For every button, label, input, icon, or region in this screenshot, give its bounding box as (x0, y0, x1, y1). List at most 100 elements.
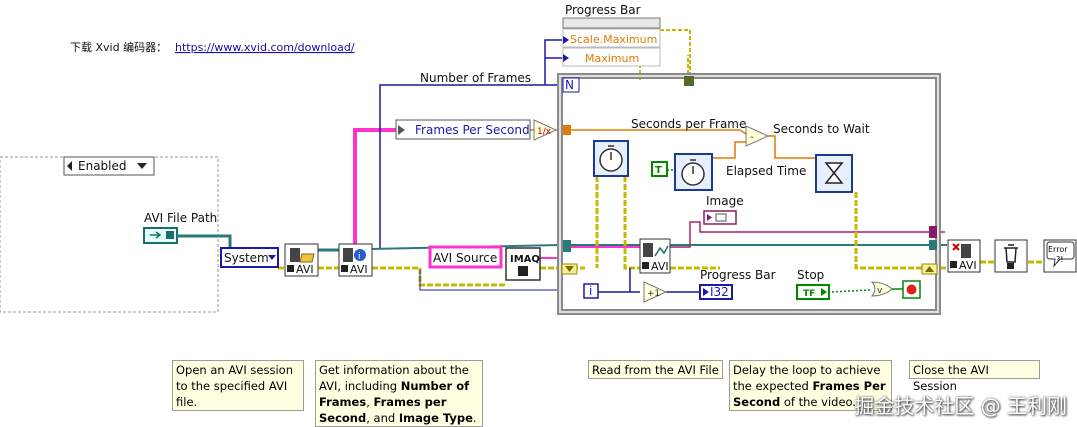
true-constant[interactable]: T (651, 161, 668, 177)
svg-text:v: v (877, 286, 883, 296)
avi-open-node[interactable]: AVI (284, 243, 319, 277)
true-constant-value: T (655, 165, 662, 176)
comment-text: Close the AVI Session (913, 363, 989, 393)
avi-tag: AVI (296, 263, 314, 276)
tunnel (563, 240, 571, 252)
shift-register-left (561, 263, 578, 275)
comment-text: Read from the AVI File (592, 363, 719, 377)
hourglass-icon (824, 162, 844, 184)
frames-per-second-label: Frames Per Second (415, 123, 530, 137)
shift-register-right (921, 263, 938, 275)
increment-node[interactable]: +1 (643, 281, 668, 303)
structure-selector[interactable]: Enabled (63, 156, 155, 176)
comment-emphasis: Frames Per Second (733, 379, 886, 409)
loop-count-terminal[interactable]: N (562, 77, 580, 93)
elapsed-time-node[interactable] (674, 153, 713, 191)
stop-value: TF (803, 289, 815, 299)
trash-icon (1004, 244, 1018, 263)
tick-count-node[interactable] (593, 140, 629, 177)
avi-tag: AVI (959, 259, 977, 272)
imaq-create-node[interactable]: IMAQ (505, 247, 541, 281)
film-icon (343, 248, 353, 262)
stop-control[interactable]: TF (796, 284, 830, 300)
dropdown-arrow-icon[interactable] (268, 255, 276, 260)
comment-read-avi: Read from the AVI File (588, 360, 723, 379)
iteration-terminal: i (583, 283, 599, 299)
selector-value: Enabled (78, 159, 127, 173)
speech-bubble-icon (1046, 241, 1075, 268)
imaq-label: IMAQ (510, 254, 540, 265)
comment-get-info: Get information about the AVI, including… (315, 360, 483, 427)
svg-text:+1: +1 (647, 289, 660, 299)
iteration-label: i (589, 284, 592, 298)
create-icon (518, 266, 528, 276)
film-icon (290, 248, 300, 262)
for-loop (557, 73, 941, 315)
comment-delay-loop: Delay the loop to achieve the expected F… (729, 360, 892, 411)
error-label: Error (1048, 245, 1068, 254)
seconds-to-wait-label: Seconds to Wait (773, 122, 870, 136)
frames-per-second-element[interactable]: Frames Per Second (395, 119, 531, 140)
error-symbol: ?! (1056, 255, 1063, 264)
avi-close-node[interactable]: AVI (947, 239, 981, 273)
wait-node[interactable] (815, 154, 853, 193)
avi-source-label: AVI Source (433, 251, 497, 265)
or-node[interactable]: v (870, 281, 893, 297)
comment-emphasis: Number of Frames (319, 379, 470, 409)
conditional-terminal[interactable] (902, 280, 921, 299)
download-link[interactable]: https://www.xvid.com/download/ (175, 41, 355, 54)
imaq-dispose-node[interactable] (994, 239, 1028, 273)
seconds-per-frame-label: Seconds per Frame (631, 117, 746, 131)
tunnel (929, 226, 937, 238)
tunnel (563, 125, 571, 135)
subtract-node[interactable]: - (745, 125, 770, 147)
avi-read-node[interactable]: AVI (639, 238, 671, 274)
comment-text: Open an AVI session to the specified AVI… (176, 363, 293, 409)
image-indicator[interactable] (703, 210, 737, 225)
progress-bar-type: I32 (710, 285, 729, 299)
path-icon (150, 231, 162, 239)
comment-text: of the video. (780, 395, 857, 409)
comment-text: Get information about the AVI, including (319, 363, 469, 393)
avi-file-path-label: AVI File Path (144, 211, 217, 225)
close-icon (952, 243, 960, 251)
progress-bar-property-node[interactable]: Scale.Maximum Maximum (562, 17, 661, 67)
stop-sign-icon (906, 284, 917, 295)
decrement-arrow-icon[interactable] (67, 161, 72, 171)
film-icon (643, 243, 653, 257)
tunnel (684, 76, 694, 86)
avi-tag: AVI (350, 263, 368, 276)
reciprocal-node[interactable]: 1/x (533, 119, 558, 141)
comment-close-avi: Close the AVI Session (909, 360, 1040, 393)
comment-text: , (366, 395, 374, 409)
progress-bar-label: Progress Bar (700, 268, 776, 282)
svg-text:i: i (358, 252, 361, 262)
property-scale-maximum[interactable]: Scale.Maximum (570, 33, 657, 46)
avi-tag: AVI (651, 260, 669, 273)
avi-file-path-control[interactable] (143, 227, 178, 244)
image-label: Image (706, 194, 744, 208)
property-maximum[interactable]: Maximum (585, 52, 639, 65)
dropdown-arrow-icon[interactable] (137, 163, 147, 169)
comment-text: Delay the loop to achieve the expected (733, 363, 881, 393)
avi-info-node[interactable]: i AVI (338, 243, 373, 277)
property-node-title: Progress Bar (565, 3, 641, 17)
svg-text:1/x: 1/x (537, 127, 552, 137)
comment-text: . (472, 411, 477, 425)
error-handler-node[interactable]: Error ?! (1043, 239, 1077, 273)
elapsed-time-label: Elapsed Time (726, 164, 806, 178)
comment-emphasis: Frames per Second (319, 395, 447, 425)
avi-source-indicator[interactable]: AVI Source (428, 245, 503, 269)
comment-emphasis: Image Type (398, 411, 473, 425)
info-icon (354, 249, 366, 261)
system-enum[interactable]: System (220, 247, 279, 268)
download-prefix: 下载 Xvid 编码器： (70, 40, 167, 54)
system-enum-value: System (224, 251, 269, 265)
tunnel (929, 240, 937, 250)
comment-text: , and (366, 411, 399, 425)
folder-icon (299, 253, 315, 263)
progress-bar-indicator[interactable]: I32 (699, 284, 733, 300)
watermark: 掘金技术社区 @ 王利刚 (854, 394, 1067, 418)
n-terminal: N (565, 78, 574, 92)
